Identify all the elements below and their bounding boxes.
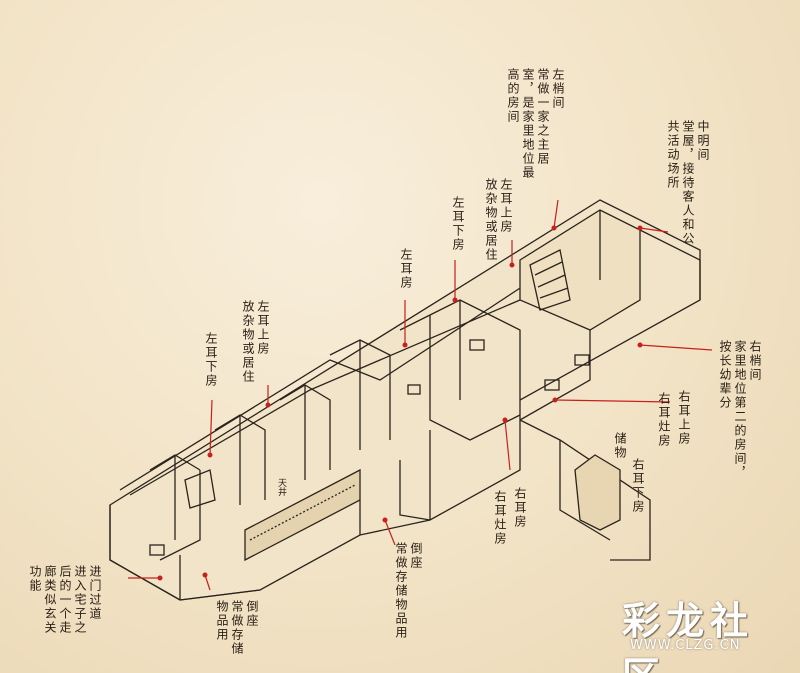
label-zhongmingjian: 中明间 堂屋，接待客人和公 共活动场所: [666, 120, 710, 246]
label-left-er-shang-a: 左耳上房 放杂物或居住: [484, 178, 513, 262]
label-left-er-shang-b: 左耳上房 放杂物或居住: [241, 300, 270, 384]
label-right-zao: 右耳灶房: [657, 392, 671, 448]
label-right-er-shang: 右耳上房: [677, 390, 691, 446]
label-right-shaojian: 右梢间 家里地位第二的房间， 按长幼辈分: [718, 340, 762, 480]
label-left-shaojian: 左梢间 常做一家之主居 室，是家里地位最 高的房间: [506, 68, 565, 180]
watermark-text: 彩龙社区: [622, 598, 755, 673]
label-right-er-xia: 右耳下房: [631, 458, 645, 514]
label-storage: 储物: [613, 432, 627, 460]
label-left-er-a: 左耳房: [399, 248, 413, 290]
label-right-zao-b: 右耳灶房: [493, 490, 507, 546]
watermark-logo: 彩龙社区 WWW.CLZG.CN: [622, 590, 792, 673]
label-entrance: 进门过道 进入宅子之 后的一个走 廊类似玄关 功能: [28, 565, 102, 635]
label-daozuo-b: 倒座 常做存储 物品用: [215, 600, 259, 656]
label-left-er-xia-a: 左耳下房: [451, 196, 465, 252]
label-left-er-xia-b: 左耳下房: [204, 332, 218, 388]
label-right-room: 右耳房: [513, 487, 527, 529]
label-tianjing: 天井: [276, 478, 286, 496]
label-daozuo-a: 倒座 常做存储物品用: [394, 542, 423, 640]
watermark-url: WWW.CLZG.CN: [630, 638, 741, 653]
